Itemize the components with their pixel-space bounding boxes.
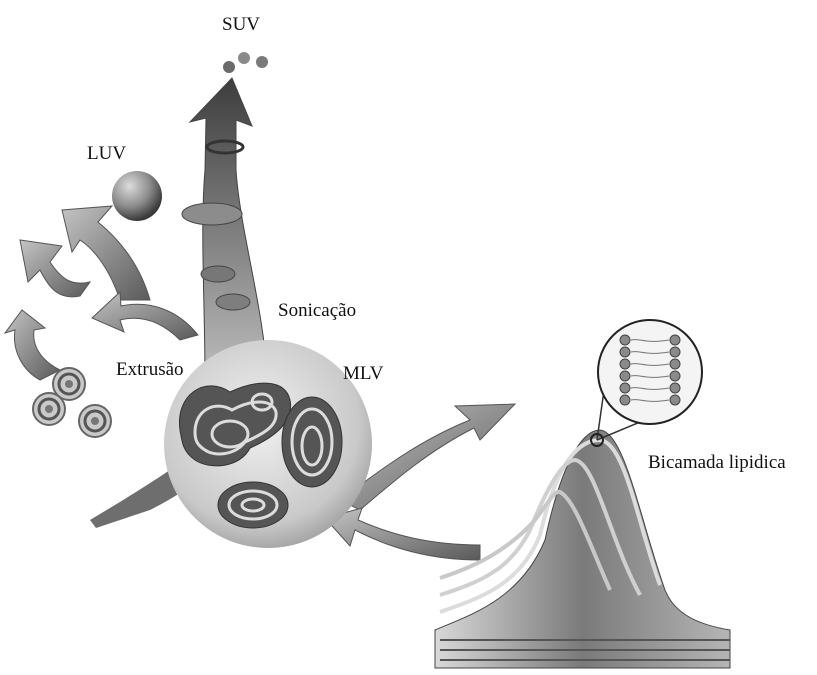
suv-vesicles — [223, 52, 268, 73]
extrusion-label: Extrusão — [116, 359, 184, 381]
extruded-vesicles — [33, 368, 111, 437]
disc-fragment — [182, 203, 242, 225]
suv-vesicle — [238, 52, 250, 64]
suv-vesicle — [256, 56, 268, 68]
disc-fragment — [201, 266, 235, 282]
mlv-label: MLV — [343, 363, 383, 385]
mlv-vesicle — [164, 340, 372, 548]
suv-label: SUV — [222, 14, 260, 36]
luv-label: LUV — [87, 143, 126, 165]
bilayer-label: Bicamada lipidica — [648, 452, 786, 474]
suv-vesicle — [223, 61, 235, 73]
extruded-vesicle — [79, 405, 111, 437]
extruded-vesicle — [33, 393, 65, 425]
lipid-bilayer-zoom-icon — [591, 320, 702, 446]
mlv-inner-vesicle — [282, 397, 342, 487]
luv-vesicle — [112, 171, 162, 221]
sonication-label: Sonicação — [278, 300, 356, 322]
extrusion-arrow-icon — [5, 206, 198, 380]
disc-fragment — [216, 294, 250, 310]
mlv-inner-vesicle — [218, 482, 288, 528]
